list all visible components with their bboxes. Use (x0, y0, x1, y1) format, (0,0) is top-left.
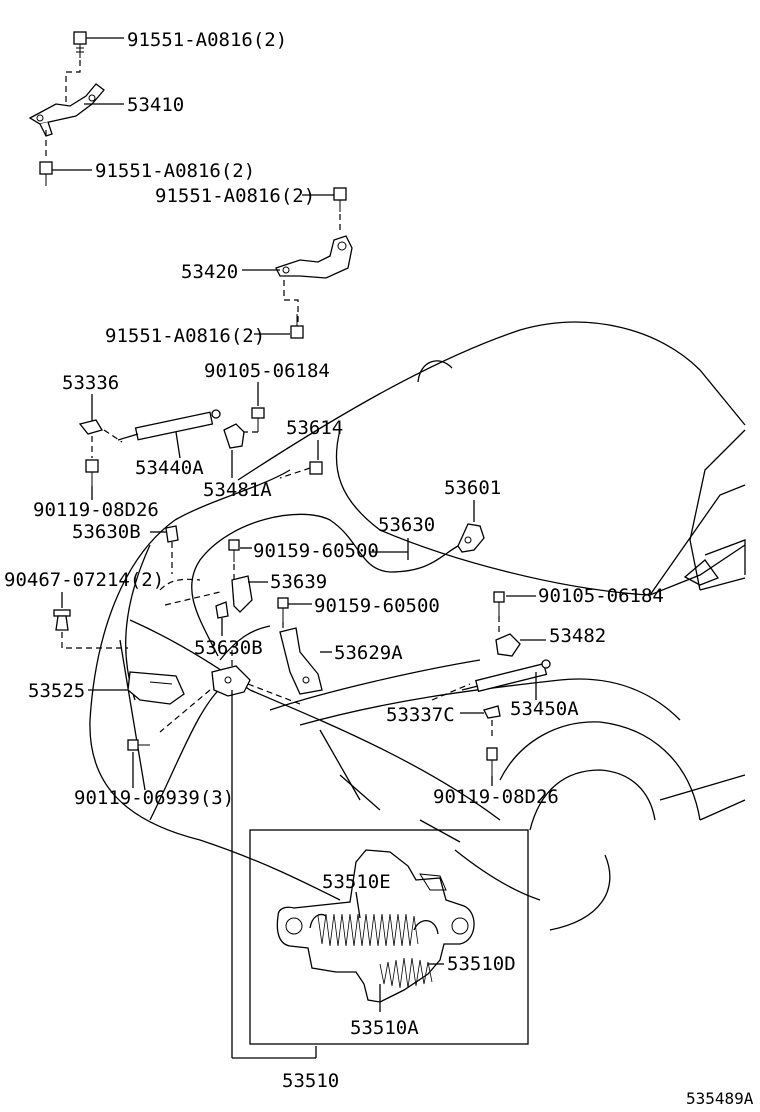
spring-e-icon (309, 913, 439, 947)
release-cable-group: 53630 (191, 513, 459, 661)
bolt-icon (290, 314, 304, 339)
part-label-90119-08d26: 90119-08D26 (33, 499, 159, 521)
hood-lock-icon (211, 665, 251, 697)
bolt-icon (333, 187, 347, 212)
clamp-53614-group: 53614 (279, 417, 343, 479)
part-label-90105-06184: 90105-06184 (538, 585, 664, 607)
bolt-icon (85, 459, 99, 486)
bolt-icon (486, 747, 498, 776)
lock-plate-icon (276, 849, 475, 1003)
bolt-icon (493, 591, 505, 616)
spring-d-icon (379, 957, 433, 989)
hood-lock-detail-box: 53510E 53510D 53510A (249, 829, 529, 1045)
part-label-53337c: 53337C (386, 704, 455, 726)
release-lever-icon (457, 523, 485, 553)
part-label-53510e: 53510E (322, 871, 391, 893)
bolt-icon (73, 31, 87, 58)
part-label-91551-a0816: 91551-A0816(2) (95, 160, 255, 182)
part-label-53630b: 53630B (72, 521, 141, 543)
part-label-53639: 53639 (270, 571, 327, 593)
bolt-icon (277, 597, 289, 622)
clip-icon (165, 525, 179, 543)
hinge-rh-group: 91551-A0816(2) 53420 91551-A0816(2) (105, 185, 353, 347)
part-label-53525: 53525 (28, 680, 85, 702)
cover-53525-icon (127, 671, 185, 705)
stay-bracket-icon (483, 705, 501, 719)
part-label-90105-06184: 90105-06184 (204, 360, 330, 382)
part-label-90159-60500: 90159-60500 (314, 595, 440, 617)
bracket-53481a-icon (223, 423, 245, 449)
part-label-53440a: 53440A (135, 457, 204, 479)
part-label-91551-a0816: 91551-A0816(2) (127, 29, 287, 51)
part-label-90159-60500: 90159-60500 (253, 540, 379, 562)
part-label-91551-a0816: 91551-A0816(2) (155, 185, 315, 207)
hinge-lh-icon (28, 83, 105, 137)
part-label-53336: 53336 (62, 372, 119, 394)
clamp-icon (309, 461, 323, 475)
part-label-53510a: 53510A (350, 1017, 419, 1039)
bracket-53639-icon (231, 575, 253, 613)
detail-frame (249, 829, 529, 1045)
push-clip-icon (53, 609, 71, 631)
bolt-icon (251, 407, 265, 432)
part-label-53510: 53510 (282, 1070, 339, 1092)
bolt-icon (127, 739, 150, 751)
part-label-53410: 53410 (127, 94, 184, 116)
bolt-icon (39, 161, 53, 186)
hinge-lh-group: 91551-A0816(2) 53410 91551-A0816(2) (28, 29, 287, 186)
bolt-icon (228, 539, 240, 562)
support-rod-icon (117, 409, 221, 441)
part-label-53629a: 53629A (334, 642, 403, 664)
bracket-53482-icon (495, 633, 521, 657)
hood-support-b-group: 90105-06184 53482 53450A 53337C 90 (386, 585, 664, 808)
part-label-53481a: 53481A (203, 479, 272, 501)
part-label-53420: 53420 (181, 261, 238, 283)
part-label-53510d: 53510D (447, 953, 516, 975)
release-lever-group: 53601 (444, 477, 501, 553)
hinge-rh-icon (275, 235, 353, 279)
part-label-91551-a0816: 91551-A0816(2) (105, 325, 265, 347)
part-label-53601: 53601 (444, 477, 501, 499)
part-label-53482: 53482 (549, 625, 606, 647)
hood-lock-area: 53525 90119-06939(3) (28, 648, 317, 1059)
diagram-id: 535489A (686, 1089, 754, 1108)
part-label-53614: 53614 (286, 417, 343, 439)
part-label-90119-08d26: 90119-08D26 (433, 786, 559, 808)
part-label-90119-06939: 90119-06939(3) (74, 787, 234, 809)
part-label-53630b: 53630B (194, 637, 263, 659)
clip-icon (215, 601, 229, 619)
support-rod-icon (461, 659, 551, 693)
vehicle-body-outline (89, 321, 746, 931)
left-clips-group: 53630B 90467-07214(2) 90159-60500 53639 … (4, 521, 440, 695)
part-label-53630: 53630 (378, 514, 435, 536)
part-label-90467-07214: 90467-07214(2) (4, 569, 164, 591)
stay-bracket-icon (78, 419, 103, 435)
hood-support-a-group: 53336 90119-08D26 53440A 90105-06184 (33, 360, 330, 521)
bracket-53629a-icon (279, 627, 323, 695)
part-label-53450a: 53450A (510, 698, 579, 720)
